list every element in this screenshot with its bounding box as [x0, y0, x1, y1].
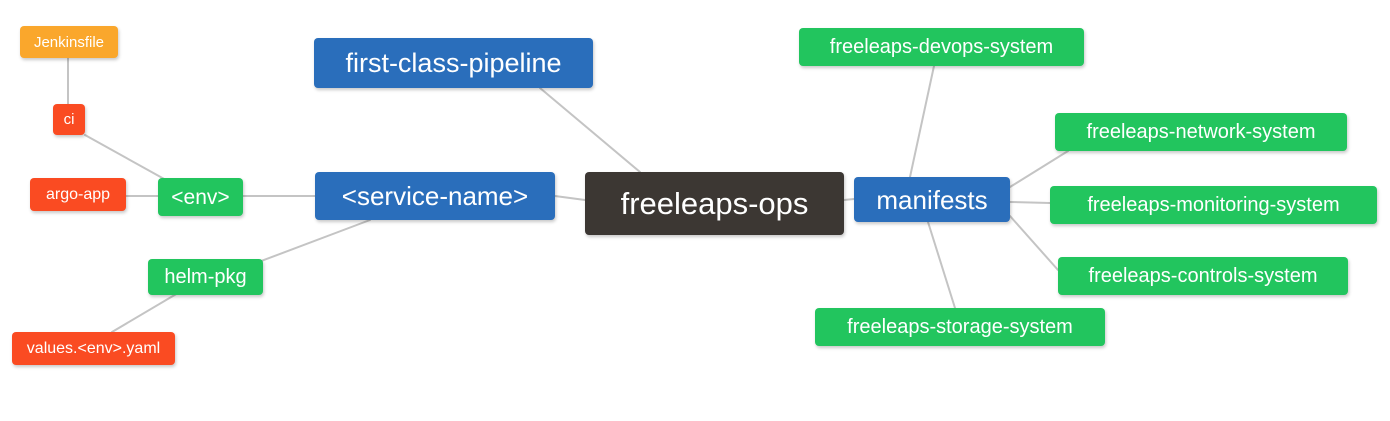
node-label-freeleaps-ops: freeleaps-ops — [620, 186, 809, 221]
edge-helm-pkg-to-service-name — [247, 219, 371, 267]
node-freeleaps-network-system[interactable]: freeleaps-network-system — [1055, 113, 1347, 151]
edge-service-name-to-freeleaps-ops — [554, 195, 586, 201]
node-argo-app[interactable]: argo-app — [30, 178, 126, 211]
node-label-freeleaps-monitoring-system: freeleaps-monitoring-system — [1087, 194, 1340, 216]
node-label-freeleaps-storage-system: freeleaps-storage-system — [847, 316, 1073, 338]
node-label-ci: ci — [63, 111, 75, 128]
node-label-freeleaps-network-system: freeleaps-network-system — [1086, 121, 1316, 143]
node-label-helm-pkg: helm-pkg — [164, 266, 247, 288]
edge-ci-to-env — [84, 134, 167, 181]
edge-freeleaps-controls-system-to-manifests — [1009, 215, 1059, 271]
edge-manifests-to-freeleaps-ops — [843, 198, 855, 201]
node-freeleaps-ops[interactable]: freeleaps-ops — [585, 172, 844, 235]
node-env[interactable]: <env> — [158, 178, 243, 216]
edge-first-class-pipeline-to-freeleaps-ops — [539, 87, 641, 173]
node-freeleaps-storage-system[interactable]: freeleaps-storage-system — [815, 308, 1105, 346]
node-label-freeleaps-devops-system: freeleaps-devops-system — [829, 36, 1054, 58]
node-helm-pkg[interactable]: helm-pkg — [148, 259, 263, 295]
node-jenkinsfile[interactable]: Jenkinsfile — [20, 26, 118, 58]
node-label-argo-app: argo-app — [45, 185, 111, 203]
node-service-name[interactable]: <service-name> — [315, 172, 555, 220]
node-freeleaps-controls-system[interactable]: freeleaps-controls-system — [1058, 257, 1348, 295]
node-manifests[interactable]: manifests — [854, 177, 1010, 222]
node-label-service-name: <service-name> — [341, 181, 529, 211]
node-label-values-yaml: values.<env>.yaml — [26, 339, 161, 357]
node-label-env: <env> — [171, 185, 230, 209]
edge-freeleaps-storage-system-to-manifests — [927, 221, 956, 309]
edge-freeleaps-monitoring-system-to-manifests — [1009, 201, 1051, 204]
node-label-jenkinsfile: Jenkinsfile — [33, 33, 105, 51]
node-label-freeleaps-controls-system: freeleaps-controls-system — [1088, 265, 1318, 287]
node-freeleaps-monitoring-system[interactable]: freeleaps-monitoring-system — [1050, 186, 1377, 224]
node-first-class-pipeline[interactable]: first-class-pipeline — [314, 38, 593, 88]
node-label-manifests: manifests — [876, 184, 988, 215]
edge-freeleaps-network-system-to-manifests — [1009, 150, 1069, 188]
node-ci[interactable]: ci — [53, 104, 85, 135]
node-values-yaml[interactable]: values.<env>.yaml — [12, 332, 175, 365]
edge-freeleaps-devops-system-to-manifests — [909, 65, 935, 178]
node-label-first-class-pipeline: first-class-pipeline — [345, 47, 562, 78]
node-freeleaps-devops-system[interactable]: freeleaps-devops-system — [799, 28, 1084, 66]
